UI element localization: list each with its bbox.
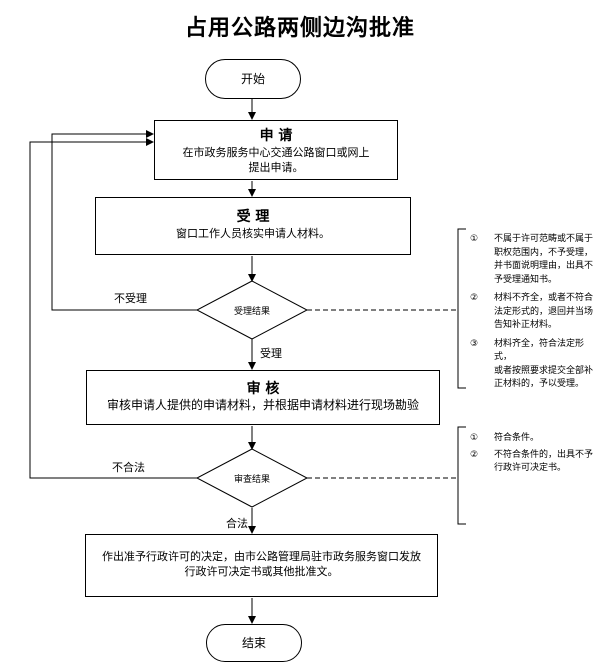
not-accepted-label: 不受理 [114,292,147,305]
note-line: 正材料的，予以受理。 [494,379,585,389]
accept-decision-label: 受理结果 [233,307,270,317]
apply-text-line2: 提出申请。 [248,161,304,174]
edge-not-compliant-loop [29,138,197,479]
note-line: 材料不齐全，或者不符合 [494,293,594,303]
decision-review-diamond [195,448,309,508]
decision-accept-diamond [195,280,309,340]
accept-heading: 受 理 [236,209,270,225]
note-line: 法定形式的，退回并当场 [494,306,594,317]
accepted-label: 受理 [260,347,282,360]
review-decision-label: 审查结果 [233,475,270,485]
end-label: 结束 [241,636,266,650]
note-number: ③ [470,338,479,349]
edge-not-accepted-loop [51,130,197,311]
review-note-item: ① 符合条件。 [470,432,598,446]
accept-note-item: ① 不属于许可范畴或不属于 职权范围内，不予受理， 并书面说明理由，出具不 予受… [470,233,598,287]
accept-notes: ① 不属于许可范畴或不属于 职权范围内，不予受理， 并书面说明理由，出具不 予受… [470,233,598,392]
note-number: ① [470,234,479,244]
bracket-review-note [457,426,466,525]
note-line: 材料齐全，符合法定形式， [494,338,585,363]
note-number: ② [470,293,479,303]
decide-text-line2: 行政许可决定书或其他批准文。 [184,565,339,578]
start-node: 开始 [205,59,301,99]
note-line: 不属于许可范畴或不属于 [494,234,594,244]
decide-box: 作出准予行政许可的决定，由市公路管理局驻市政务服务窗口发放 行政许可决定书或其他… [85,534,438,597]
review-text: 审核申请人提供的申请材料，并根据申请材料进行现场勘验 [106,398,419,412]
end-node: 结束 [206,624,302,662]
review-note-item: ② 不符合条件的，出具不予 行政许可决定书。 [470,449,598,476]
accept-text: 窗口工作人员核实申请人材料。 [176,227,330,240]
note-number: ① [470,433,479,443]
note-line: 符合条件。 [494,433,540,443]
not-compliant-label: 不合法 [112,461,145,474]
decide-text-line1: 作出准予行政许可的决定，由市公路管理局驻市政务服务窗口发放 [102,550,421,563]
page-title: 占用公路两侧边沟批准 [184,16,415,41]
review-notes: ① 符合条件。 ② 不符合条件的，出具不予 行政许可决定书。 [470,432,598,476]
review-heading: 审 核 [246,381,280,397]
note-line: 行政许可决定书。 [494,463,567,473]
review-box: 审 核 审核申请人提供的申请材料，并根据申请材料进行现场勘验 [86,370,440,425]
accept-box: 受 理 窗口工作人员核实申请人材料。 [95,197,411,255]
apply-text-line1: 在市政务服务中心交通公路窗口或网上 [182,146,370,159]
accept-note-item: ③ 材料齐全，符合法定形式， 或者按照要求提交全部补 正材料的，予以受理。 [470,338,598,392]
note-line: 并书面说明理由，出具不 [494,261,594,271]
bracket-accept-note [457,228,466,389]
note-line: 予受理通知书。 [494,274,558,285]
compliant-label: 合法 [226,517,248,530]
start-label: 开始 [240,72,265,86]
apply-heading: 申 请 [259,128,293,144]
apply-box: 申 请 在市政务服务中心交通公路窗口或网上 提出申请。 [154,120,398,180]
note-line: 职权范围内，不予受理， [494,247,594,258]
note-line: 不符合条件的，出具不予 [494,449,594,460]
accept-note-item: ② 材料不齐全，或者不符合 法定形式的，退回并当场 告知补正材料。 [470,292,598,333]
note-number: ② [470,449,479,460]
note-line: 告知补正材料。 [494,320,558,330]
note-line: 或者按照要求提交全部补 [494,365,594,376]
